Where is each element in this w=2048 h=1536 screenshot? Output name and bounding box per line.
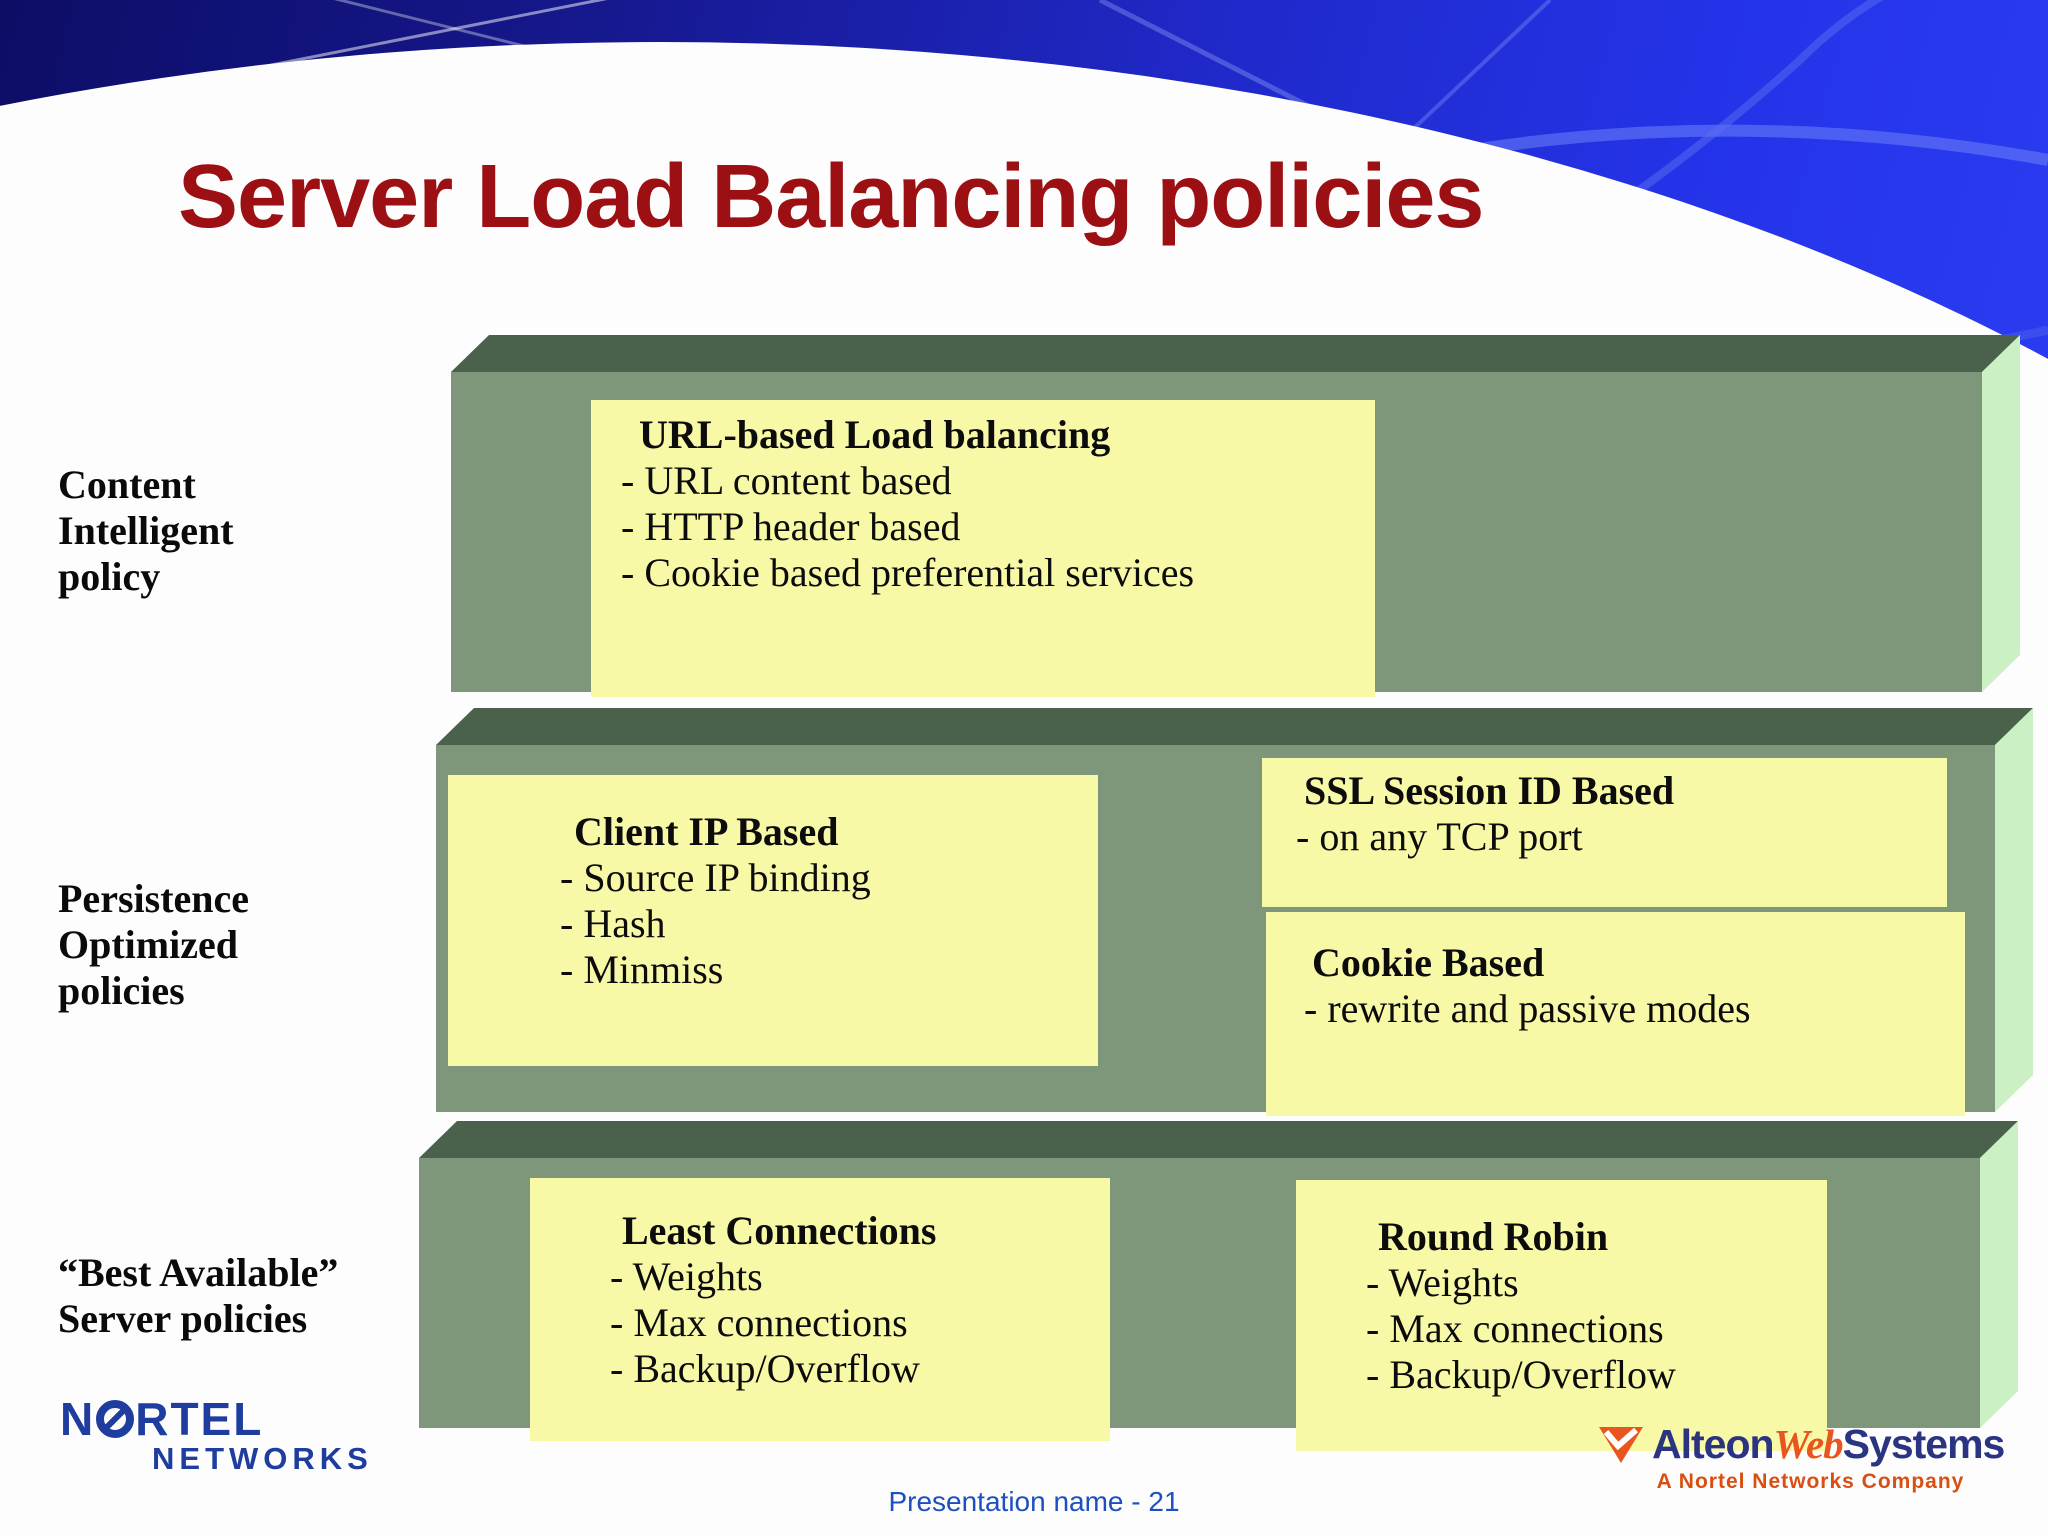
- alteon-tagline: A Nortel Networks Company: [1656, 1470, 1965, 1493]
- label-line: Persistence: [58, 876, 250, 921]
- label-persistence-optimized-policies: Persistence Optimized policies: [58, 876, 249, 1014]
- nortel-globe-icon: [96, 1400, 135, 1438]
- card-item: - Hash: [560, 901, 666, 946]
- card-title: SSL Session ID Based: [1304, 768, 1675, 813]
- label-line: Intelligent: [58, 508, 234, 553]
- card-title: Least Connections: [622, 1208, 937, 1253]
- label-line: policies: [58, 968, 185, 1013]
- alteon-word-part: Web: [1773, 1421, 1844, 1467]
- card-item: - Backup/Overflow: [1366, 1352, 1676, 1397]
- policy-box-content-top-face: [451, 335, 2020, 372]
- card-title: Cookie Based: [1312, 940, 1545, 985]
- card-url-based-load-balancing: URL-based Load balancing - URL content b…: [591, 400, 1375, 697]
- alteon-word-part: Alteon: [1652, 1421, 1775, 1467]
- alteon-word-part: Systems: [1842, 1421, 2006, 1467]
- card-ssl-session-id-based: SSL Session ID Based - on any TCP port: [1262, 758, 1947, 907]
- slide-title: Server Load Balancing policies: [178, 147, 1484, 247]
- card-item: - Weights: [610, 1254, 763, 1299]
- policy-box-persistence-top-face: [436, 708, 2033, 745]
- card-item: - Minmiss: [560, 947, 724, 992]
- label-line: Content: [58, 462, 196, 507]
- policy-box-persistence-side-face: [1995, 708, 2033, 1112]
- alteon-wordmark: AlteonWebSystems: [1652, 1421, 2006, 1467]
- policy-box-best-side-face: [1980, 1121, 2018, 1428]
- card-round-robin: Round Robin - Weights - Max connections …: [1296, 1180, 1827, 1451]
- nortel-networks-logo: N RTEL NETWORKS: [60, 1396, 373, 1476]
- nortel-wordmark: N RTEL: [60, 1396, 373, 1442]
- card-item: - Cookie based preferential services: [621, 550, 1195, 595]
- card-title: Client IP Based: [574, 809, 839, 854]
- nortel-networks-word: NETWORKS: [152, 1441, 373, 1476]
- alteon-websystems-logo: AlteonWebSystems A Nortel Networks Compa…: [1598, 1421, 2006, 1494]
- card-item: - on any TCP port: [1296, 814, 1583, 859]
- card-item: - HTTP header based: [621, 504, 961, 549]
- card-cookie-based: Cookie Based - rewrite and passive modes: [1266, 912, 1965, 1116]
- card-least-connections: Least Connections - Weights - Max connec…: [530, 1178, 1110, 1441]
- nortel-word-part: N: [60, 1393, 96, 1445]
- card-item: - Weights: [1366, 1260, 1519, 1305]
- policy-box-best-top-face: [419, 1121, 2018, 1158]
- policy-box-content-side-face: [1982, 335, 2020, 692]
- label-line: “Best Available”: [58, 1250, 339, 1295]
- label-best-available-server-policies: “Best Available” Server policies: [58, 1250, 338, 1342]
- card-item: - Max connections: [1366, 1306, 1664, 1351]
- card-item: - rewrite and passive modes: [1304, 986, 1751, 1031]
- alteon-swoosh-icon: [1598, 1426, 1644, 1469]
- label-line: Optimized: [58, 922, 238, 967]
- card-item: - Source IP binding: [560, 855, 871, 900]
- nortel-word-part: RTEL: [135, 1393, 264, 1445]
- card-item: - Max connections: [610, 1300, 908, 1345]
- footer-page-label: Presentation name - 21: [888, 1486, 1180, 1517]
- label-line: Server policies: [58, 1296, 308, 1341]
- card-client-ip-based: Client IP Based - Source IP binding - Ha…: [448, 775, 1098, 1066]
- card-title: URL-based Load balancing: [639, 412, 1111, 457]
- card-item: - Backup/Overflow: [610, 1346, 920, 1391]
- label-line: policy: [58, 554, 161, 599]
- label-content-intelligent-policy: Content Intelligent policy: [58, 462, 234, 600]
- card-title: Round Robin: [1378, 1214, 1609, 1259]
- card-item: - URL content based: [621, 458, 952, 503]
